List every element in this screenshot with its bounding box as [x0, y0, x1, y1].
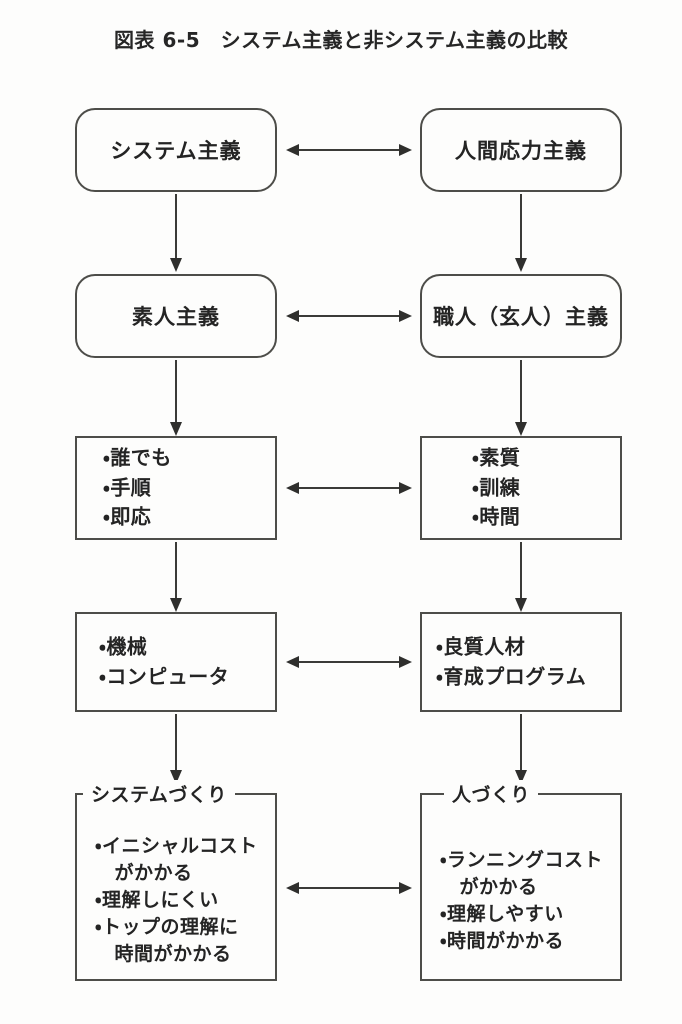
bullet-item: 誰でも — [103, 444, 265, 474]
bullet-item: 即応 — [103, 503, 265, 533]
bullet-item: 訓練 — [472, 473, 610, 503]
vertical-arrow-right-2to3 — [512, 360, 530, 436]
bullet-item-cont: がかかる — [114, 861, 193, 884]
bullet-item: 機械 — [99, 632, 265, 662]
bullet-item: ランニングコスト — [440, 847, 614, 874]
node-left-row5-title: システムづくり — [83, 780, 235, 807]
vertical-arrow-left-1to2 — [167, 194, 185, 272]
node-left-row2-label: 素人主義 — [132, 305, 220, 329]
node-left-row1-label: システム主義 — [110, 139, 242, 163]
bullet-item: 良質人材 — [436, 632, 610, 662]
vertical-arrow-right-3to4 — [512, 542, 530, 612]
bullet-item: 育成プログラム — [436, 662, 610, 692]
horizontal-double-arrow-row2 — [286, 306, 412, 326]
bullet-item: トップの理解に — [95, 914, 269, 941]
node-right-row1-label: 人間応力主義 — [455, 139, 587, 163]
node-left-row3[interactable]: 誰でも 手順 即応 — [75, 436, 277, 540]
bullet-item: イニシャルコスト — [95, 833, 269, 860]
horizontal-double-arrow-row3 — [286, 478, 412, 498]
node-right-row4-bullets: 良質人材 育成プログラム — [436, 632, 610, 691]
vertical-arrow-left-2to3 — [167, 360, 185, 436]
bullet-item: 理解しにくい — [95, 887, 269, 914]
page-title: 図表 6-5 システム主義と非システム主義の比較 — [114, 28, 568, 52]
node-left-row2[interactable]: 素人主義 — [75, 274, 277, 358]
horizontal-double-arrow-row1 — [286, 140, 412, 160]
node-right-row2[interactable]: 職人（玄人）主義 — [420, 274, 622, 358]
bullet-item: 素質 — [472, 444, 610, 474]
vertical-arrow-left-4to5 — [167, 714, 185, 784]
bullet-item-cont: がかかる — [459, 875, 538, 898]
node-right-row5-title: 人づくり — [444, 780, 539, 807]
node-left-row3-bullets: 誰でも 手順 即応 — [103, 444, 265, 533]
vertical-arrow-left-3to4 — [167, 542, 185, 612]
bullet-item: 時間がかかる — [440, 928, 614, 955]
bullet-item-cont: 時間がかかる — [114, 942, 232, 965]
node-right-row5[interactable]: 人づくり ランニングコスト がかかる 理解しやすい 時間がかかる — [420, 780, 622, 981]
vertical-arrow-right-1to2 — [512, 194, 530, 272]
bullet-item: コンピュータ — [99, 662, 265, 692]
node-right-row2-label: 職人（玄人）主義 — [433, 305, 609, 329]
node-left-row5-bullets: イニシャルコスト がかかる 理解しにくい トップの理解に 時間がかかる — [95, 833, 269, 968]
bullet-item: 手順 — [103, 473, 265, 503]
node-left-row4-bullets: 機械 コンピュータ — [99, 632, 265, 691]
bullet-item: 理解しやすい — [440, 901, 614, 928]
node-right-row5-bullets: ランニングコスト がかかる 理解しやすい 時間がかかる — [440, 847, 614, 955]
node-right-row3[interactable]: 素質 訓練 時間 — [420, 436, 622, 540]
vertical-arrow-right-4to5 — [512, 714, 530, 784]
node-right-row3-bullets: 素質 訓練 時間 — [472, 444, 610, 533]
node-right-row1[interactable]: 人間応力主義 — [420, 108, 622, 192]
node-left-row1[interactable]: システム主義 — [75, 108, 277, 192]
node-right-row4[interactable]: 良質人材 育成プログラム — [420, 612, 622, 712]
node-left-row5[interactable]: システムづくり イニシャルコスト がかかる 理解しにくい トップの理解に 時間が… — [75, 780, 277, 981]
horizontal-double-arrow-row4 — [286, 652, 412, 672]
bullet-item: 時間 — [472, 503, 610, 533]
node-left-row4[interactable]: 機械 コンピュータ — [75, 612, 277, 712]
horizontal-double-arrow-row5 — [286, 878, 412, 898]
